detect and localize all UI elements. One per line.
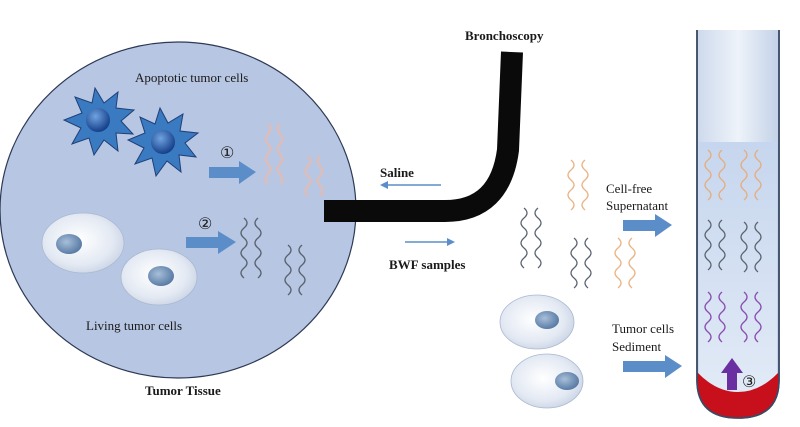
dna-tube-purple: [704, 291, 762, 343]
arrow-supernatant: [623, 214, 672, 237]
label-sediment-2: Sediment: [612, 339, 661, 354]
dna-bwf-orange: [567, 159, 636, 289]
label-saline: Saline: [380, 165, 414, 180]
apoptotic-cell-1: [62, 86, 136, 157]
arrow-up-purple: [721, 358, 743, 390]
step-marker-2: ②: [198, 216, 212, 233]
dna-tube-gray: [704, 219, 762, 273]
label-sediment-1: Tumor cells: [612, 321, 674, 336]
sediment-cell-2: [510, 353, 584, 409]
step-marker-1: ①: [220, 145, 234, 162]
living-cell-2: [120, 248, 198, 306]
dna-tube-orange: [704, 149, 762, 201]
step-marker-3: ③: [742, 374, 756, 391]
dna-bwf-gray: [520, 207, 592, 289]
label-apoptotic-cells: Apoptotic tumor cells: [135, 70, 248, 85]
arrow-step-1: [209, 161, 256, 184]
bronchoscope: [324, 51, 523, 222]
label-supernatant-1: Cell-free: [606, 181, 652, 196]
label-living-cells: Living tumor cells: [86, 318, 182, 333]
label-bwf-samples: BWF samples: [389, 257, 465, 272]
living-cell-1: [41, 212, 125, 274]
apoptotic-cell-2: [126, 106, 200, 178]
sediment-layer: [697, 372, 779, 418]
arrow-step-2: [186, 231, 236, 254]
dna-gray-tissue: [240, 217, 306, 296]
label-bronchoscopy: Bronchoscopy: [465, 28, 544, 43]
sediment-cell-1: [499, 294, 575, 350]
arrow-sediment: [623, 355, 682, 378]
label-tumor-tissue: Tumor Tissue: [145, 383, 221, 398]
arrow-saline: [380, 181, 441, 189]
dna-faded-group: [264, 123, 324, 197]
test-tube: [696, 30, 780, 419]
label-supernatant-2: Supernatant: [606, 198, 668, 213]
arrow-bwf: [405, 238, 455, 246]
